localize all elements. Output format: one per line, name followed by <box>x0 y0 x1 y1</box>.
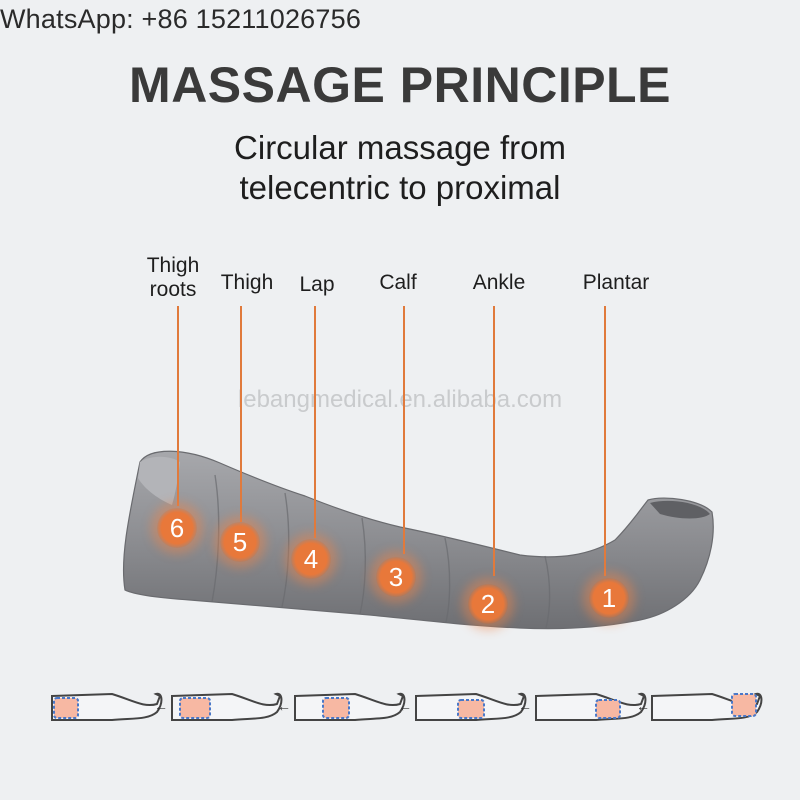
zone-label-thigh: Thigh <box>187 271 307 295</box>
zone-label-line: Thigh <box>146 254 200 277</box>
zone-badge-2: 2 <box>468 584 508 624</box>
sequence-arrow-left-icon: ← <box>398 698 412 714</box>
sequence-arrow-left-icon: ← <box>277 698 291 714</box>
leader-line-1 <box>604 306 606 576</box>
zone-label-line: roots <box>149 278 197 301</box>
zone-badge-3: 3 <box>376 557 416 597</box>
sequence-arrow-left-icon: ← <box>154 698 168 714</box>
leader-line-5 <box>240 306 242 522</box>
zone-label-line: Ankle <box>472 271 526 294</box>
zone-label-ankle: Ankle <box>439 271 559 295</box>
zone-label-calf: Calf <box>338 271 458 295</box>
zone-badge-5: 5 <box>220 522 260 562</box>
leader-line-2 <box>493 306 495 576</box>
subtitle-line-2: telecentric to proximal <box>239 169 561 206</box>
zone-label-line: Plantar <box>582 271 650 294</box>
zone-badge-6: 6 <box>157 508 197 548</box>
leader-line-6 <box>177 306 179 506</box>
zone-label-thigh-roots: Thigh roots <box>113 254 233 302</box>
sequence-leg-step-5 <box>171 692 283 721</box>
leader-line-3 <box>403 306 405 554</box>
sequence-arrow-left-icon: ← <box>636 698 650 714</box>
zone-label-lap: Lap <box>257 273 377 297</box>
whatsapp-contact: WhatsApp: +86 15211026756 <box>0 4 362 34</box>
watermark: lebangmedical.en.alibaba.com <box>237 386 563 413</box>
subtitle: Circular massage from telecentric to pro… <box>0 128 800 208</box>
zone-badge-4: 4 <box>291 539 331 579</box>
zone-label-line: Calf <box>379 271 417 294</box>
sequence-arrow-left-icon: ← <box>518 698 532 714</box>
leader-line-4 <box>314 306 316 538</box>
sequence-leg-step-4 <box>294 692 406 721</box>
zone-badge-1: 1 <box>589 578 629 618</box>
zone-label-plantar: Plantar <box>556 271 676 295</box>
sequence-leg-step-6 <box>51 692 163 721</box>
sequence-leg-step-3 <box>415 692 527 721</box>
sequence-leg-step-2 <box>535 692 647 721</box>
zone-label-line: Lap <box>299 273 335 296</box>
zone-label-line: Thigh <box>220 271 274 294</box>
sequence-leg-step-1 <box>651 692 763 721</box>
subtitle-line-1: Circular massage from <box>234 129 566 166</box>
page-title: MASSAGE PRINCIPLE <box>129 57 671 113</box>
